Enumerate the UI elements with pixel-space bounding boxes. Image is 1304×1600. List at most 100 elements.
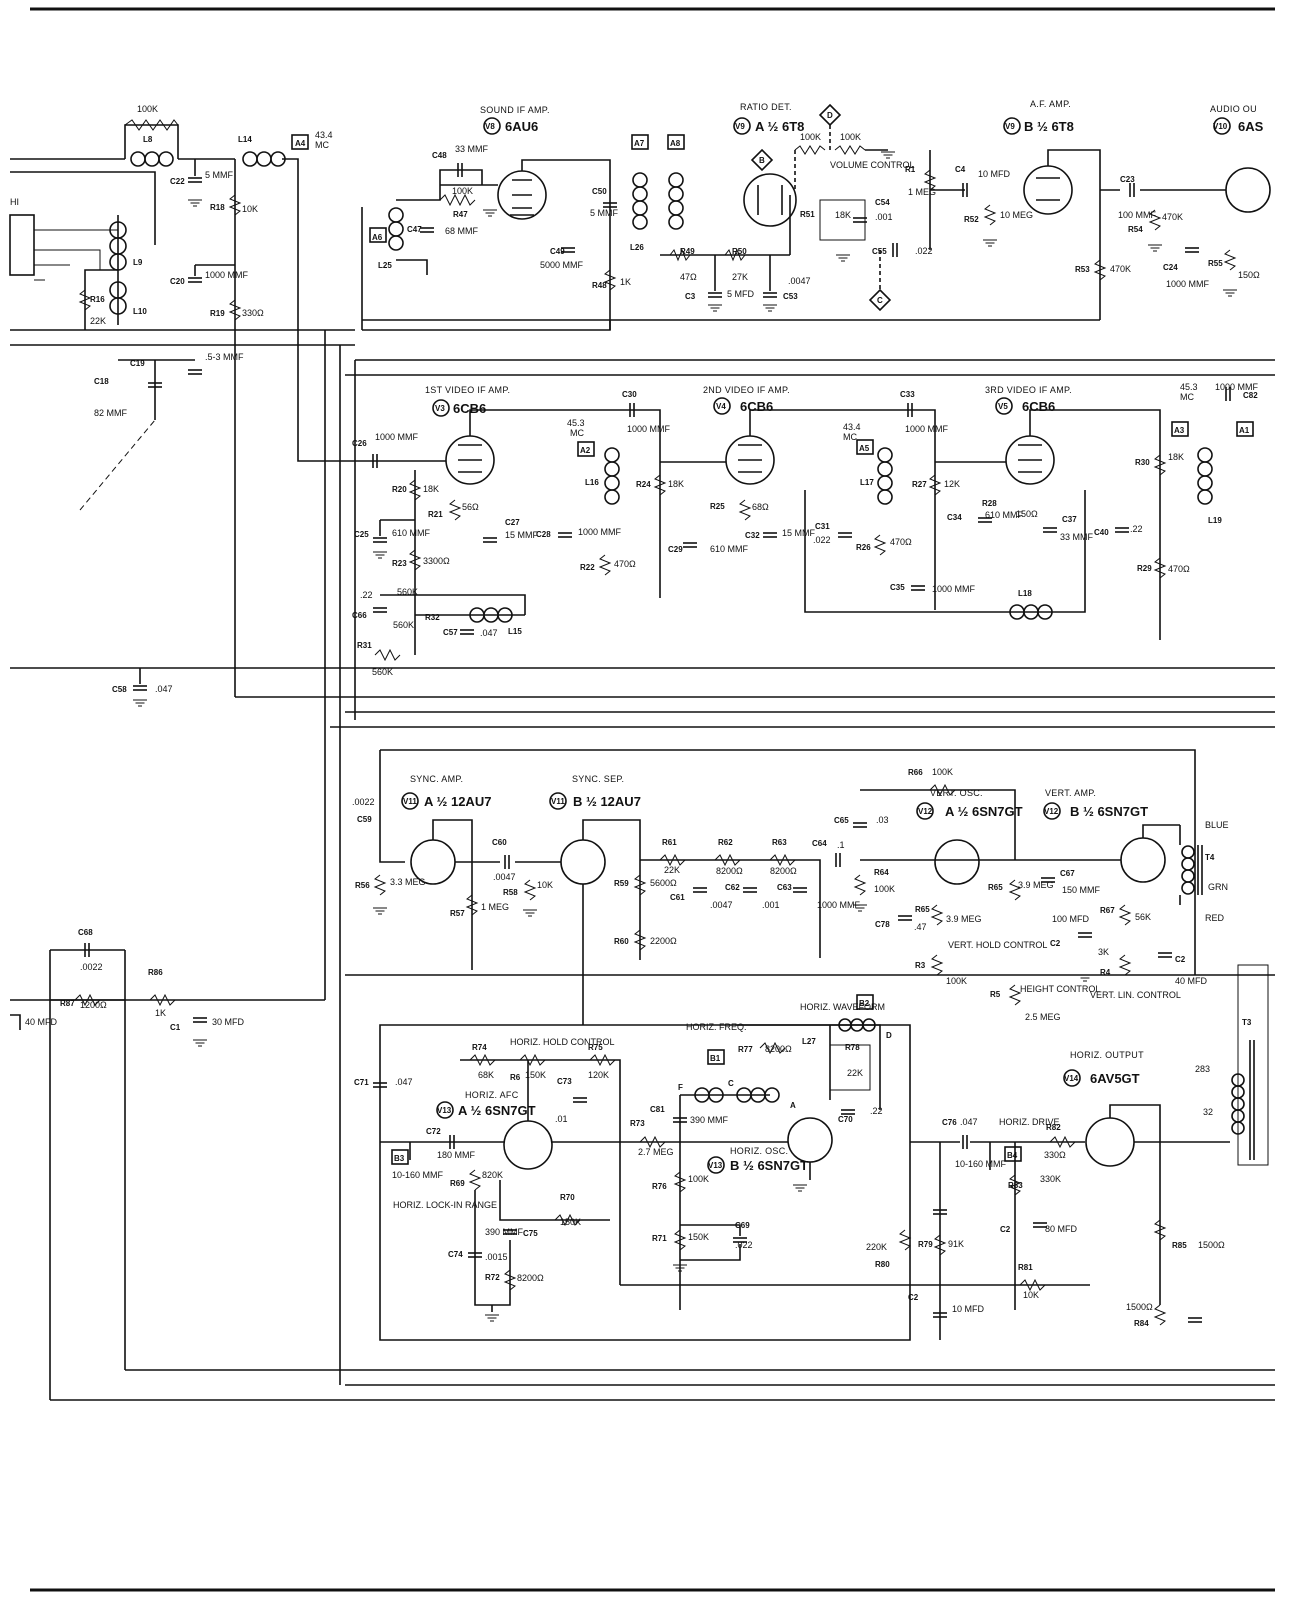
resistor-symbol [603, 269, 617, 291]
c71-value: .01 [555, 1114, 568, 1124]
resistor-symbol [519, 1053, 546, 1067]
r58-ref: R58 [503, 888, 518, 897]
r73-value: 2.7 MEG [638, 1147, 674, 1157]
resistor-symbol [1118, 954, 1132, 976]
capacitor-symbol [372, 607, 388, 613]
tuner-section: HI L9 L10 R16 22K C18 82 MMF C19 .5-3 MM… [9, 104, 333, 511]
coil-turn-or-ref-circle [632, 200, 648, 216]
r56-value: 3.3 MEG [390, 877, 426, 887]
wire [379, 749, 1196, 975]
r59-value: 5600Ω [650, 878, 677, 888]
r66-value: 100K [932, 767, 953, 777]
resistor-symbol [714, 853, 741, 867]
vert-hold-label: VERT. HOLD CONTROL [948, 940, 1047, 950]
adjustment-box [631, 134, 649, 150]
c82-ref: C57 [443, 628, 458, 637]
r75-value: 120K [588, 1070, 609, 1080]
horiz-drive-label: HORIZ. DRIVE [999, 1117, 1060, 1127]
resistor-symbol [794, 145, 826, 155]
c62-value: .1 [837, 840, 845, 850]
ant-hi-label: HI [10, 197, 19, 207]
resistor-symbol [448, 499, 462, 521]
r20-ref: R20 [392, 485, 407, 494]
coil-turn-or-ref-circle [388, 207, 404, 223]
c37-ref: C82 [1243, 391, 1258, 400]
c53-value: .022 [915, 246, 933, 256]
v9b-ref: V9 [1005, 122, 1015, 131]
resistor-symbol [228, 299, 242, 321]
resistor-symbol [873, 534, 887, 556]
l10-label: L10 [133, 307, 147, 316]
resistor-symbol [468, 1169, 482, 1191]
c20-ref: C20 [170, 277, 185, 286]
volume-control-label: VOLUME CONTROL [830, 160, 915, 170]
c70-value: 390 MMF [485, 1227, 524, 1237]
c54-value: 10 MFD [978, 169, 1011, 179]
r52-ref: R52 [964, 215, 979, 224]
coil-turn-or-ref-circle [632, 214, 648, 230]
c61-value: 1000 MMF [817, 900, 861, 910]
wire [458, 444, 482, 473]
capacitor-symbol [187, 277, 203, 283]
c57-value: .0022 [352, 797, 375, 807]
resistor-symbol [1153, 557, 1167, 579]
r60-value: 2200Ω [650, 936, 677, 946]
c3-ref: C54 [875, 198, 890, 207]
c4-value: 1000 MMF [1166, 279, 1210, 289]
c2b-ref: C2 [1175, 955, 1186, 964]
r78-ref: R78 [845, 1043, 860, 1052]
capacitor-symbol [572, 1097, 588, 1103]
coil-turn-or-ref-circle [109, 253, 127, 271]
capacitor-symbol [837, 532, 853, 538]
wire [379, 1024, 911, 1341]
r19-value: 330Ω [242, 308, 264, 318]
c82-value: .047 [480, 628, 498, 638]
r72-ref: R72 [485, 1273, 500, 1282]
r25-value: 68Ω [752, 502, 769, 512]
v13b-tube [787, 1117, 833, 1163]
resistor-symbol [1008, 1174, 1022, 1196]
blue-label: BLUE [1205, 820, 1229, 830]
c75-ref: C76 [942, 1118, 957, 1127]
b1-label: B1 [710, 1054, 721, 1063]
resistor-symbol [929, 783, 956, 797]
c20-value: 1000 MMF [205, 270, 249, 280]
ground-symbol [1147, 244, 1163, 252]
coil-turn-or-ref-circle [436, 1101, 454, 1119]
r31-ref: R31 [357, 641, 372, 650]
adjustment-box [667, 134, 685, 150]
r85-value: 1500Ω [1198, 1240, 1225, 1250]
coil-turn-or-ref-circle [604, 475, 620, 491]
connector-diamond [868, 288, 892, 312]
r58-value: 10K [537, 880, 553, 890]
vif3-title: 3RD VIDEO IF AMP. [985, 385, 1072, 395]
v5-type: 6CB6 [1022, 399, 1055, 414]
r83-value: 330K [1040, 1174, 1061, 1184]
r30-ref: R30 [1135, 458, 1150, 467]
coil-turn-or-ref-circle [1181, 845, 1195, 859]
resistor-symbol [759, 1041, 786, 1055]
c49-ref: C49 [550, 247, 565, 256]
r26-value: 470Ω [890, 537, 912, 547]
r81-value: 10K [1023, 1290, 1039, 1300]
v12b-type: B ½ 6SN7GT [1070, 804, 1148, 819]
ratio-det-title: RATIO DET. [740, 102, 792, 112]
c64-value: .47 [914, 922, 927, 932]
coil-turn-or-ref-circle [877, 489, 893, 505]
coil-turn-or-ref-circle [1043, 802, 1061, 820]
wire [1036, 149, 1120, 320]
capacitor-symbol [459, 629, 475, 635]
r29-value: 470Ω [1168, 564, 1190, 574]
resistor-symbol [523, 879, 537, 901]
wire [680, 1224, 741, 1261]
r25-ref: R25 [710, 502, 725, 511]
v14-type: 6AV5GT [1090, 1071, 1140, 1086]
coil-turn-or-ref-circle [1181, 857, 1195, 871]
bus-lines [10, 158, 1275, 1401]
pin-c-label: C [728, 1079, 734, 1088]
ratio-100k-b: 100K [840, 132, 861, 142]
c2d-ref: C2 [1050, 939, 1061, 948]
resistor-symbol [669, 248, 691, 262]
adjustment-box [1171, 421, 1189, 437]
coil-turn-or-ref-circle [270, 151, 286, 167]
